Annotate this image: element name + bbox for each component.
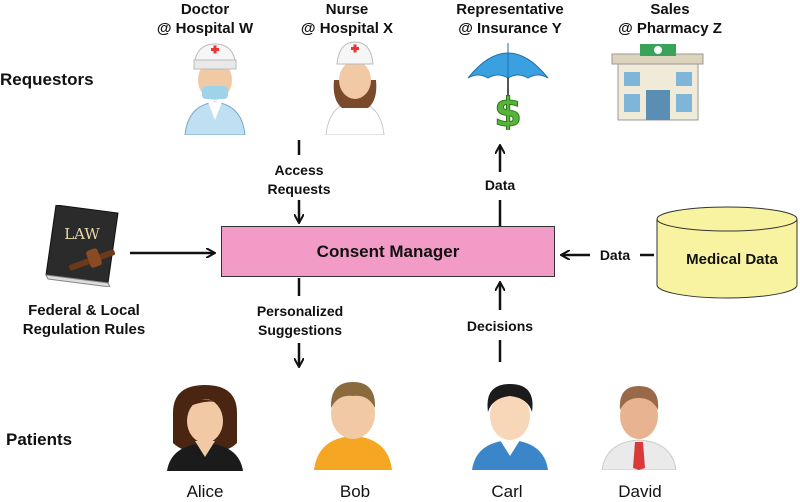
requestor-nurse-label: Nurse@ Hospital X (300, 1, 394, 37)
svg-text:$: $ (494, 90, 522, 130)
doctor-icon (184, 43, 246, 135)
bob-avatar-icon (314, 382, 392, 470)
pharmacy-building-icon (611, 44, 704, 121)
medical-data-label: Medical Data (686, 251, 778, 268)
requestor-doctor-label: Doctor@ Hospital W (156, 1, 254, 37)
carl-avatar-icon (472, 384, 548, 470)
requestors-title: Requestors (0, 70, 94, 89)
patient-bob-name: Bob (339, 482, 371, 501)
data-left-label: Data (592, 246, 638, 265)
nurse-icon (325, 41, 385, 135)
law-book-icon: LAW (45, 205, 119, 287)
david-avatar-icon (601, 386, 677, 470)
patient-david-name: David (618, 482, 662, 501)
patient-alice-name: Alice (186, 482, 224, 501)
consent-manager-box: Consent Manager (221, 226, 555, 277)
requestor-insurance-label: Representative@ Insurance Y (456, 1, 564, 37)
law-book-text: LAW (64, 225, 100, 243)
patients-title: Patients (6, 430, 73, 449)
medical-data-cylinder (656, 206, 798, 299)
requestor-pharmacy-label: Sales@ Pharmacy Z (618, 1, 722, 37)
patient-carl-name: Carl (491, 482, 523, 501)
decisions-label: Decisions (452, 317, 548, 336)
insurance-umbrella-icon: $ (467, 43, 549, 130)
alice-avatar-icon (167, 385, 243, 471)
data-up-label: Data (475, 176, 525, 195)
